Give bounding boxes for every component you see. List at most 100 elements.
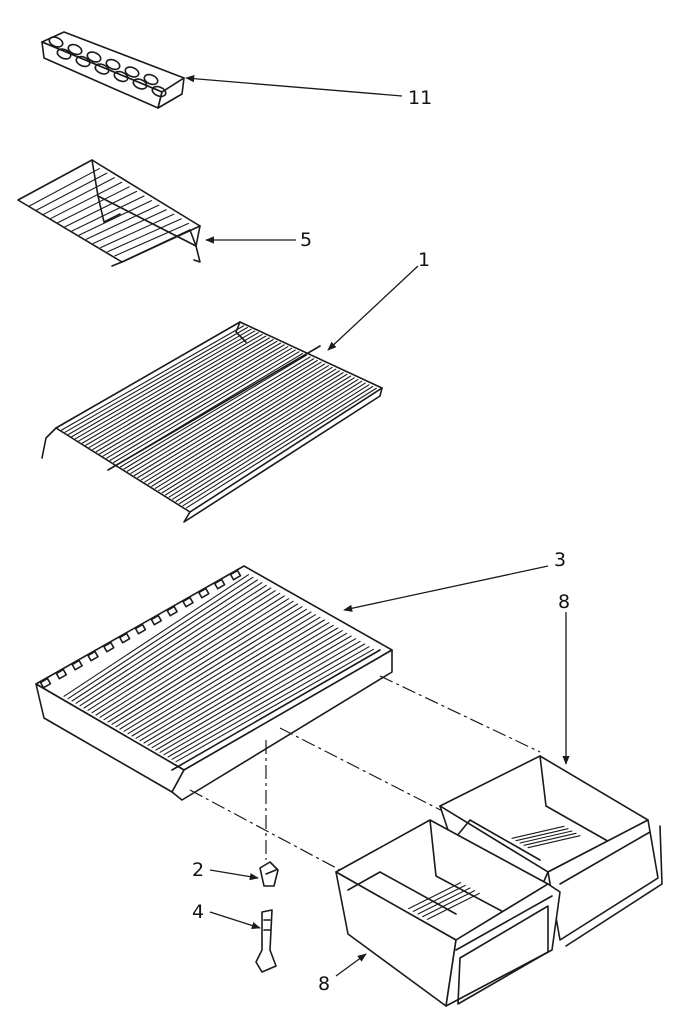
shelf-wire — [172, 380, 363, 500]
shelf-wire — [151, 370, 341, 487]
shelf-wire — [168, 379, 359, 498]
shelf-wire — [123, 356, 311, 470]
shelf-wire — [50, 181, 123, 220]
cover-slot — [198, 587, 210, 599]
shelf-wire — [71, 195, 145, 232]
cover-rib — [111, 606, 303, 725]
cover-rib — [139, 624, 334, 742]
shelf-wire — [130, 359, 318, 474]
shelf-wire — [78, 333, 263, 442]
cover-rib — [127, 616, 321, 735]
ice-cell — [143, 73, 159, 86]
cover-slot — [182, 596, 194, 608]
shelf-wire — [42, 177, 115, 215]
shelf-wire — [113, 351, 300, 464]
shelf-wire — [92, 209, 167, 244]
cover-rib — [131, 619, 325, 737]
ice-cell — [48, 36, 64, 48]
shelf-wire — [92, 340, 278, 451]
ice-cell — [132, 78, 148, 90]
shelf-wire — [109, 349, 296, 461]
drawer-rib — [408, 882, 462, 910]
cover-rib — [75, 582, 263, 704]
callout-crisper-right: 8 — [558, 591, 570, 613]
cover-rib — [103, 600, 294, 721]
main-wire-shelf — [41, 321, 383, 523]
cover-slot — [150, 614, 163, 626]
shelf-wire — [57, 186, 130, 224]
small-wire-shelf — [17, 159, 201, 267]
cover-rib — [95, 595, 285, 716]
cover-rib — [167, 643, 366, 758]
callout-small-shelf: 5 — [300, 229, 312, 251]
shelf-wire — [95, 342, 282, 453]
shelf-wire — [165, 377, 355, 496]
shelf-wire — [182, 385, 374, 507]
callout-main-shelf: 1 — [418, 249, 430, 271]
shelf-wire — [74, 332, 259, 440]
shelf-wire — [35, 172, 108, 211]
shelf-wire — [99, 344, 285, 455]
ice-cell — [94, 63, 110, 75]
shelf-wire — [102, 346, 289, 457]
shelf-wire — [64, 190, 138, 228]
cover-rib — [163, 640, 361, 756]
callout-ice-tray: 11 — [408, 87, 432, 109]
cover-rib — [87, 590, 276, 711]
ice-cell — [113, 70, 129, 83]
bracket-part — [259, 861, 279, 887]
cover-rib — [151, 632, 348, 749]
ice-cell — [124, 66, 140, 78]
cover-slot — [87, 650, 99, 662]
shelf-wire — [133, 361, 322, 477]
support-post — [255, 909, 277, 973]
cover-slot — [39, 677, 52, 689]
ice-cell — [105, 58, 121, 71]
cover-rib — [143, 627, 339, 744]
cover-slot — [166, 605, 178, 617]
cover-rib — [123, 614, 317, 732]
shelf-wire — [147, 368, 337, 485]
shelf-wire — [161, 375, 352, 494]
cover-rib — [107, 603, 299, 723]
cover-slot — [229, 569, 242, 581]
ice-cell — [75, 55, 91, 68]
crisper-cover — [35, 565, 393, 801]
shelf-wire — [88, 339, 274, 448]
callout-bracket: 2 — [192, 859, 204, 881]
ice-cell — [67, 43, 83, 56]
shelf-wire — [60, 325, 245, 431]
cover-rib — [155, 635, 352, 751]
cover-slot — [134, 623, 147, 635]
shelf-wire — [106, 347, 293, 459]
drawer-rib — [422, 890, 476, 918]
drawer-rib — [519, 830, 573, 844]
callout-crisper-left: 8 — [318, 973, 330, 995]
shelf-wire — [140, 365, 329, 481]
cover-rib — [67, 576, 254, 700]
cover-rib — [175, 648, 375, 763]
shelf-wire — [64, 326, 248, 433]
shelf-wire — [85, 337, 271, 446]
drawer-rib — [527, 835, 581, 849]
cover-rib — [159, 638, 357, 753]
leader-lines — [185, 75, 570, 977]
drawer-rib — [515, 828, 569, 842]
drawer-rib — [511, 825, 565, 839]
cover-rib — [79, 584, 267, 707]
cover-rib — [119, 611, 312, 730]
cover-rib — [91, 592, 281, 714]
crisper-drawer-left — [335, 819, 561, 1007]
drawer-rib — [523, 832, 577, 846]
cover-slot — [103, 641, 115, 653]
shelf-wire — [100, 213, 175, 249]
shelf-wire — [28, 168, 100, 207]
ice-cell — [151, 85, 167, 98]
cover-rib — [171, 646, 370, 760]
cover-rib — [99, 598, 290, 718]
shelf-wire — [179, 384, 370, 505]
shelf-wire — [175, 382, 366, 502]
callout-crisper-cover: 3 — [554, 549, 566, 571]
shelf-wire — [81, 335, 267, 444]
